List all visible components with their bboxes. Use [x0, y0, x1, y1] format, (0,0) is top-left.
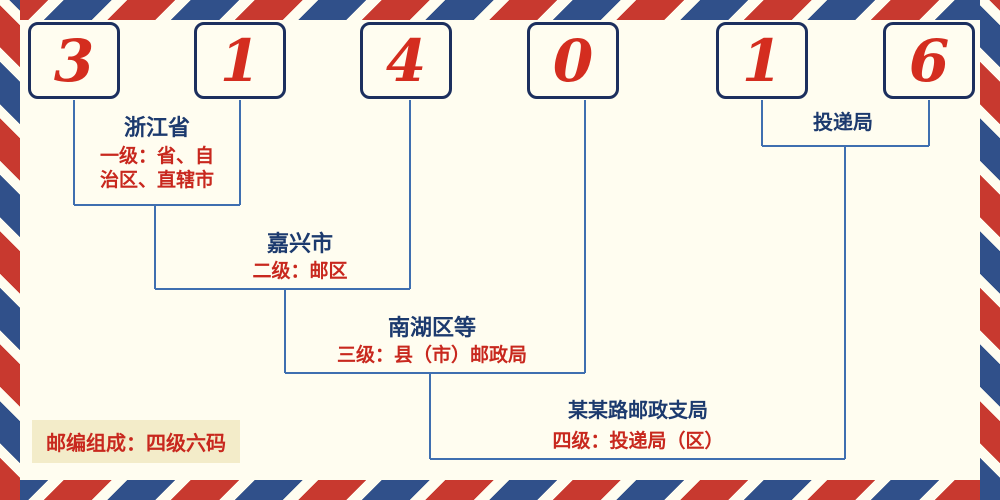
digit-5: 1 — [741, 26, 783, 95]
digit-6: 6 — [908, 26, 950, 95]
delivery-office-label: 投递局 — [813, 110, 873, 134]
airmail-stripe-left — [0, 0, 20, 500]
level2-name: 嘉兴市 — [266, 232, 334, 257]
level1-desc-line2: 治区、直辖市 — [99, 169, 215, 191]
level2-desc: 二级：邮区 — [252, 260, 348, 282]
digit-box-1: 3 — [28, 22, 120, 99]
level1-name: 浙江省 — [123, 116, 191, 141]
digit-box-6: 6 — [883, 22, 975, 99]
level3-desc: 三级：县（市）邮政局 — [336, 344, 528, 366]
digit-2: 1 — [219, 26, 261, 95]
digit-box-5: 1 — [716, 22, 808, 99]
airmail-stripe-top — [0, 0, 1000, 20]
digit-box-4: 0 — [527, 22, 619, 99]
composition-text: 邮编组成：四级六码 — [46, 431, 226, 455]
digit-3: 4 — [385, 26, 427, 95]
level4-desc: 四级：投递局（区） — [552, 430, 724, 452]
digit-4: 0 — [552, 26, 594, 95]
level4-name: 某某路邮政支局 — [568, 398, 708, 422]
digit-box-3: 4 — [360, 22, 452, 99]
airmail-stripe-right — [980, 0, 1000, 500]
digit-box-2: 1 — [194, 22, 286, 99]
level3-name: 南湖区等 — [387, 316, 477, 341]
composition-badge: 邮编组成：四级六码 — [32, 420, 240, 463]
digit-1: 3 — [53, 26, 95, 95]
airmail-stripe-bottom — [0, 480, 1000, 500]
level1-desc-line1: 一级：省、自 — [99, 145, 215, 167]
